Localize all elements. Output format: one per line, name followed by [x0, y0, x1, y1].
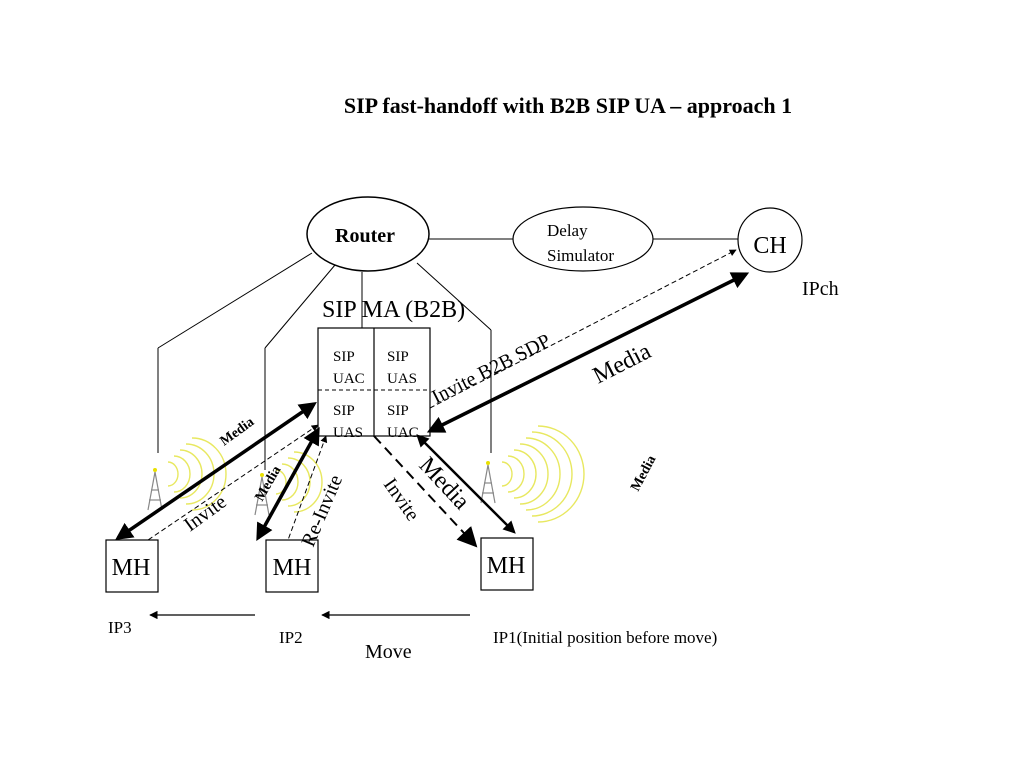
invite-left-label: Invite [180, 491, 231, 536]
ch-node [737, 207, 803, 273]
ap1-signal-icon [501, 425, 585, 523]
invite-mh1-arrow [373, 435, 478, 548]
ip2-label: IP2 [279, 628, 303, 647]
media-ma-ch-arrow [426, 272, 750, 433]
cell-bottom-left-line2: UAS [333, 425, 363, 441]
mh-ip3-label: MH [112, 555, 151, 581]
delay-simulator-label-line2: Simulator [547, 246, 614, 265]
ip3-label: IP3 [108, 618, 132, 637]
ip1-label: IP1(Initial position before move) [493, 628, 717, 647]
router-ap2-link [264, 264, 336, 349]
cell-top-right-line2: UAS [387, 371, 417, 387]
router-label: Router [335, 225, 395, 247]
ap1-tower-icon [480, 461, 496, 504]
cell-bottom-right-line1: SIP [387, 403, 409, 419]
mh-ip3-box [105, 539, 159, 593]
cell-top-left-line1: SIP [333, 349, 355, 365]
cell-bottom-left-line1: SIP [333, 403, 355, 419]
ap3-tower-icon [147, 468, 163, 511]
mh-ip2-box [265, 539, 319, 593]
ipch-label: IPch [802, 278, 839, 300]
media-right-label: Media [628, 453, 659, 494]
mh-ip1-box [480, 537, 534, 591]
cell-bottom-right-line2: UAC [387, 425, 419, 441]
mh-ip1-label: MH [487, 553, 526, 579]
move-label: Move [365, 641, 412, 663]
diagram-title: SIP fast-handoff with B2B SIP UA – appro… [344, 93, 792, 118]
media-left-label: Media [218, 415, 258, 450]
re-invite-arrow [287, 435, 328, 541]
media-ma-mh3-arrow [115, 402, 317, 540]
invite-ip1-label: Invite [379, 474, 424, 525]
mh-ip2-label: MH [273, 555, 312, 581]
ch-label: CH [753, 233, 786, 259]
re-invite-label: Re-Invite [297, 472, 347, 550]
media-ma-mh2-arrow [256, 426, 320, 542]
cell-top-left-line2: UAC [333, 371, 365, 387]
media-ma-mh1-arrow [416, 434, 516, 534]
router-ap3-link [157, 252, 313, 349]
delay-simulator-label-line1: Delay [547, 221, 588, 240]
sip-ma-label: SIP MA (B2B) [322, 297, 465, 323]
cell-top-right-line1: SIP [387, 349, 409, 365]
router-node [306, 196, 430, 272]
